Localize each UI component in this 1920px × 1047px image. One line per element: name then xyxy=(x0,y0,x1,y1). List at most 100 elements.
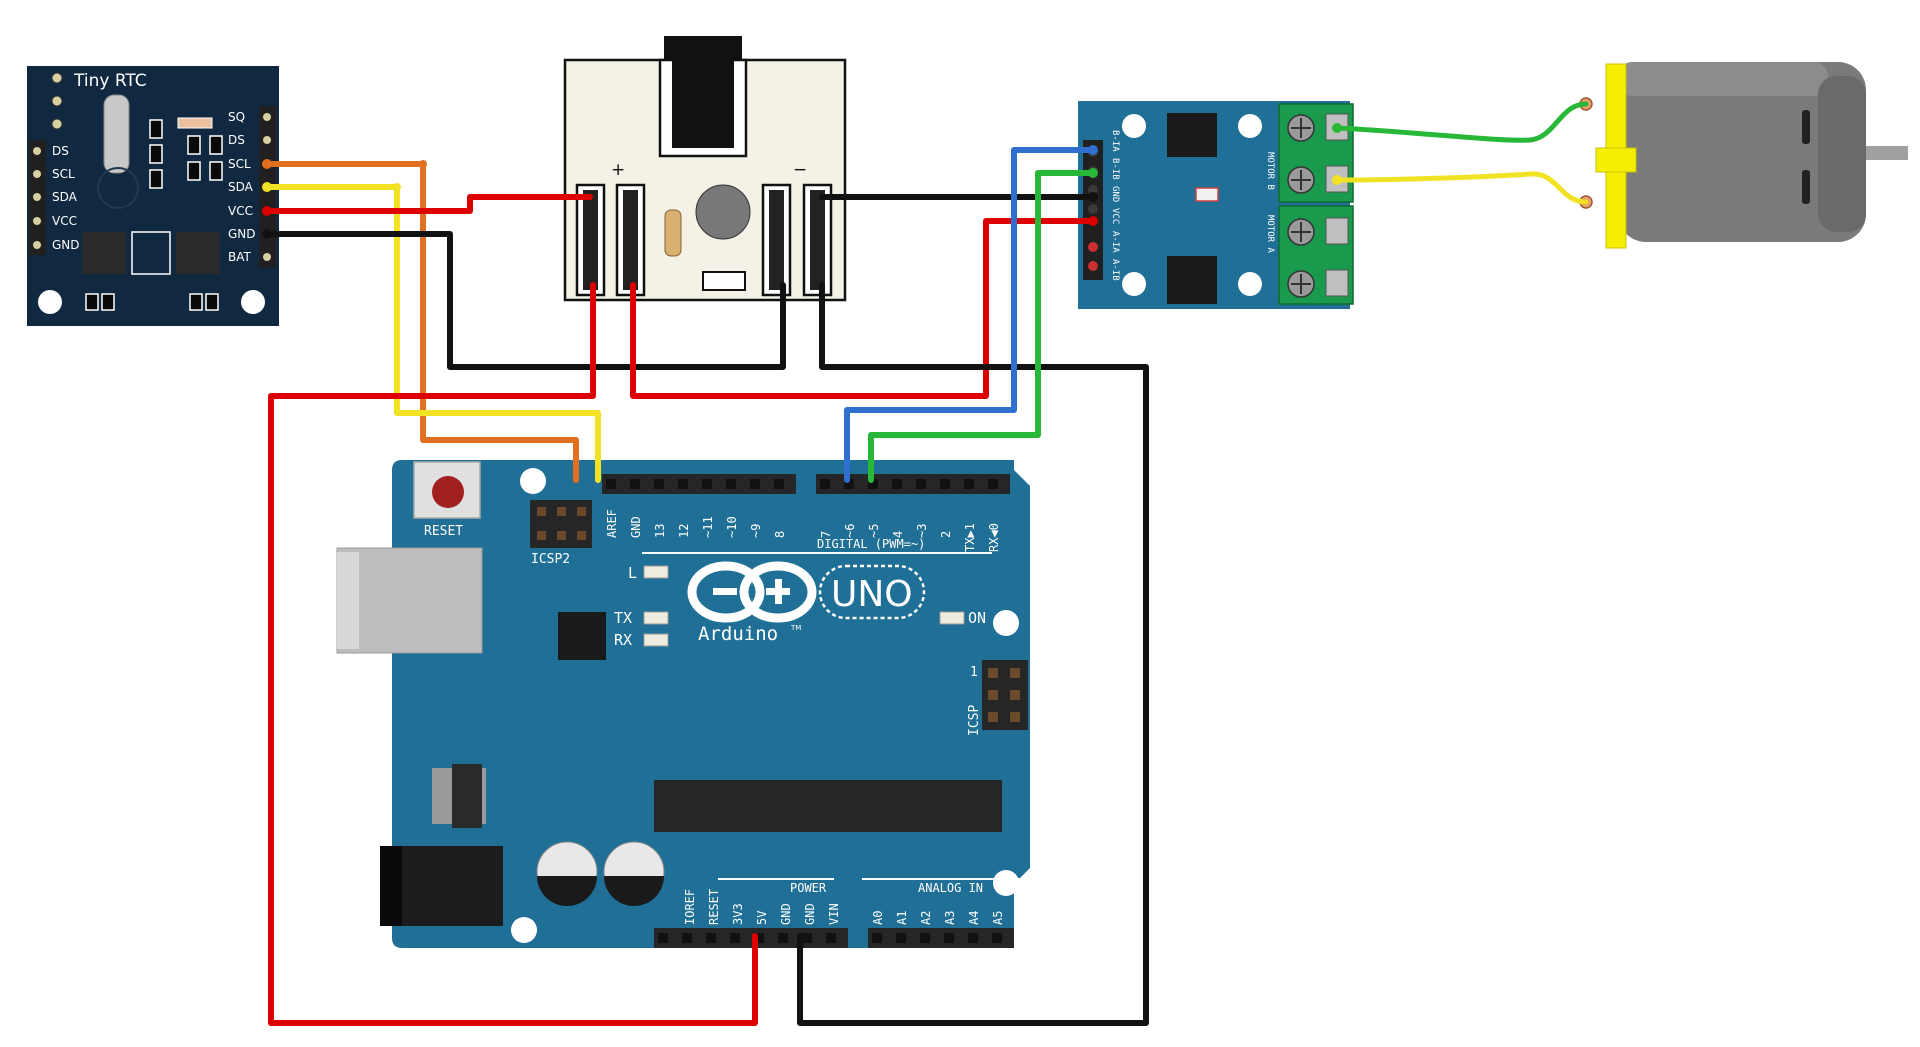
rtc-left-pin-gnd: GND xyxy=(52,238,80,252)
driver-terminal-b xyxy=(1278,103,1354,203)
digital-pin-socket[interactable] xyxy=(654,479,664,489)
digital-header xyxy=(602,474,1010,494)
digital-pin-label: AREF xyxy=(605,509,619,538)
rtc-right-pin-bat: BAT xyxy=(228,250,252,264)
analog-pin-socket[interactable] xyxy=(896,933,906,943)
driver-led xyxy=(1195,187,1219,202)
power-pin-socket[interactable] xyxy=(706,933,716,943)
logo-brand: Arduino xyxy=(698,623,778,645)
rtc-right-pin-gnd: GND xyxy=(228,227,256,241)
power-pin-label: RESET xyxy=(707,889,721,925)
rtc-ic-chips xyxy=(82,231,220,275)
rtc-left-pin-scl: SCL xyxy=(52,167,75,181)
digital-pin-socket[interactable] xyxy=(988,479,998,489)
digital-label: DIGITAL (PWM=~) xyxy=(817,537,925,551)
icsp2-label: ICSP2 xyxy=(531,552,570,567)
digital-pin-label: ~10 xyxy=(725,516,739,538)
driver-ic-b xyxy=(1167,113,1217,157)
digital-pin-label: ~11 xyxy=(701,516,715,538)
power-pin-socket[interactable] xyxy=(658,933,668,943)
driver-pin-labels: B-IA B-IB GND VCC A-IA A-IB MOTOR B MOTO… xyxy=(1110,130,1275,281)
driver-hole-2 xyxy=(1238,114,1262,138)
analog-pin-socket[interactable] xyxy=(872,933,882,943)
wire-motor-green xyxy=(1334,101,1589,143)
usb-chip xyxy=(558,612,606,660)
power-pin-socket[interactable] xyxy=(682,933,692,943)
power-label: POWER xyxy=(790,881,827,895)
wire-rtc-gnd xyxy=(264,231,786,370)
logo-trademark: TM xyxy=(790,624,801,632)
digital-pin-socket[interactable] xyxy=(964,479,974,489)
analog-pin-label: A4 xyxy=(967,911,981,925)
digital-pin-label: 8 xyxy=(773,531,787,538)
analog-pin-socket[interactable] xyxy=(920,933,930,943)
reset-button-cap[interactable] xyxy=(432,476,464,508)
digital-pin-socket[interactable] xyxy=(916,479,926,489)
rtc-right-pin-sq: SQ xyxy=(228,110,245,124)
driver-motor-b-label: MOTOR B xyxy=(1265,152,1275,190)
rtc-battery-outline xyxy=(97,167,139,209)
digital-pin-socket[interactable] xyxy=(868,479,878,489)
power-supply-module: + − xyxy=(563,36,847,302)
digital-pin-label: ~9 xyxy=(749,524,763,538)
driver-pin-b-ia: B-IA xyxy=(1110,130,1120,152)
digital-pin-socket[interactable] xyxy=(844,479,854,489)
logo-model: UNO xyxy=(831,574,913,615)
digital-pin-socket[interactable] xyxy=(940,479,950,489)
digital-pin-label: ~3 xyxy=(915,524,929,538)
power-pin-label: 3V3 xyxy=(731,903,745,925)
driver-header xyxy=(1083,140,1103,280)
dc-jack-body xyxy=(672,56,734,148)
arduino-hole-3 xyxy=(993,870,1019,896)
digital-pin-socket[interactable] xyxy=(606,479,616,489)
digital-pin-label: ~5 xyxy=(867,524,881,538)
rtc-left-header-pins xyxy=(33,147,41,249)
led-tx-label: TX xyxy=(614,609,632,627)
power-pin-socket[interactable] xyxy=(802,933,812,943)
wire-d5-bib xyxy=(868,170,1096,483)
arduino-hole-1 xyxy=(520,468,546,494)
power-module-switch xyxy=(702,271,746,291)
driver-hole-1 xyxy=(1122,114,1146,138)
capacitors xyxy=(536,841,665,906)
power-pin-label: GND xyxy=(779,903,793,925)
power-pin-label: IOREF xyxy=(683,889,697,925)
led-l xyxy=(643,565,669,579)
analog-pin-socket[interactable] xyxy=(968,933,978,943)
digital-pin-label: 2 xyxy=(939,531,953,538)
rtc-crystal xyxy=(103,94,130,174)
driver-pin-gnd: GND xyxy=(1110,186,1120,202)
power-pin-socket[interactable] xyxy=(754,933,764,943)
digital-pin-socket[interactable] xyxy=(726,479,736,489)
analog-pin-socket[interactable] xyxy=(944,933,954,943)
digital-pin-socket[interactable] xyxy=(702,479,712,489)
digital-pin-socket[interactable] xyxy=(892,479,902,489)
wire-rtc-vcc xyxy=(264,194,593,214)
power-pin-socket[interactable] xyxy=(730,933,740,943)
analog-pin-socket[interactable] xyxy=(992,933,1002,943)
digital-pin-socket[interactable] xyxy=(750,479,760,489)
rtc-left-pin-vcc: VCC xyxy=(52,214,77,228)
power-minus-label: − xyxy=(793,160,807,180)
digital-pin-socket[interactable] xyxy=(820,479,830,489)
analog-pin-label: A1 xyxy=(895,911,909,925)
rtc-left-pin-sda: SDA xyxy=(52,190,78,204)
motor-driver-module: B-IA B-IB GND VCC A-IA A-IB MOTOR B MOTO… xyxy=(1078,101,1354,309)
led-l-label: L xyxy=(628,564,637,582)
wires xyxy=(264,101,1589,1026)
analog-pin-label: A5 xyxy=(991,911,1005,925)
wire-endpoints xyxy=(262,123,1342,239)
tiny-rtc-module: Tiny RTC DS SCL SDA VCC GND xyxy=(27,66,279,326)
digital-pin-socket[interactable] xyxy=(678,479,688,489)
wire-5v-loop xyxy=(268,282,758,1026)
analog-pin-label: A3 xyxy=(943,911,957,925)
digital-pin-socket[interactable] xyxy=(774,479,784,489)
rtc-bottom-components xyxy=(85,293,219,311)
power-pin-socket[interactable] xyxy=(778,933,788,943)
power-pin-socket[interactable] xyxy=(826,933,836,943)
led-rx-label: RX xyxy=(614,631,632,649)
digital-pin-socket[interactable] xyxy=(630,479,640,489)
power-module-capacitor xyxy=(695,184,751,240)
driver-pin-vcc: VCC xyxy=(1110,208,1120,224)
